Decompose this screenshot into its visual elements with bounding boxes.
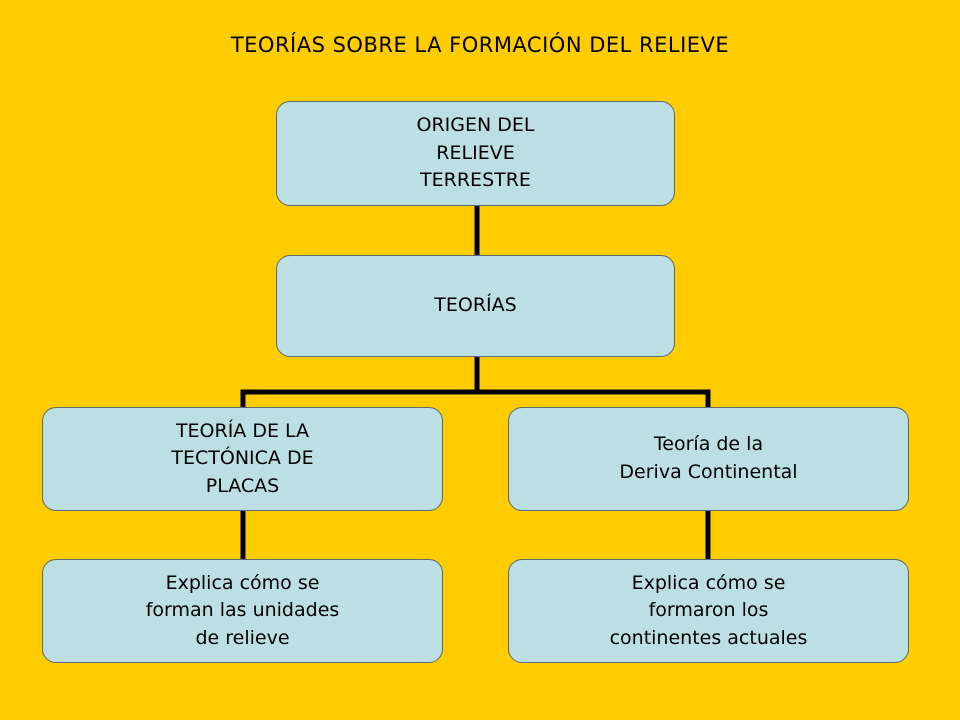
node-plate-tectonics-text: TEORÍA DE LA TECTÓNICA DE PLACAS (171, 419, 314, 497)
node-continental-drift: Teoría de la Deriva Continental (508, 407, 909, 511)
node-plate-tectonics-description: Explica cómo se forman las unidades de r… (42, 559, 443, 663)
node-continental-drift-description: Explica cómo se formaron los continentes… (508, 559, 909, 663)
node-plate-tectonics-description-text: Explica cómo se forman las unidades de r… (145, 571, 340, 649)
node-theories: TEORÍAS (276, 255, 675, 357)
node-theories-text: TEORÍAS (434, 294, 517, 317)
node-continental-drift-description-text: Explica cómo se formaron los continentes… (609, 571, 808, 649)
node-plate-tectonics: TEORÍA DE LA TECTÓNICA DE PLACAS (42, 407, 443, 511)
node-origin-relief-text: ORIGEN DEL RELIEVE TERRESTRE (416, 114, 535, 192)
diagram-title: TEORÍAS SOBRE LA FORMACIÓN DEL RELIEVE (230, 33, 730, 57)
node-continental-drift-text: Teoría de la Deriva Continental (619, 433, 798, 483)
node-origin-relief: ORIGEN DEL RELIEVE TERRESTRE (276, 101, 675, 206)
